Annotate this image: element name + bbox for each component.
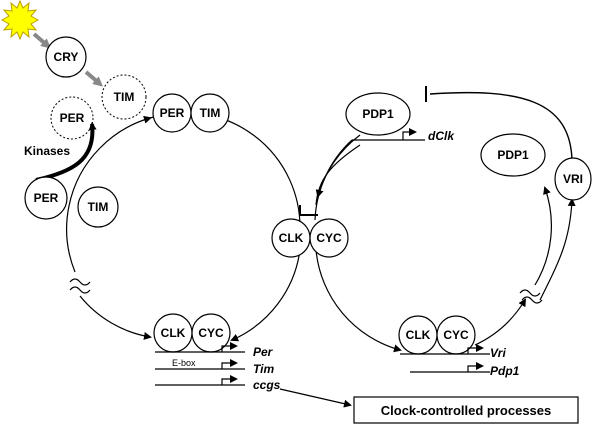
pdp1-arrow-left xyxy=(315,144,361,206)
cyc-bottom-left-label: CYC xyxy=(198,326,224,340)
ccgs-gene-label: ccgs xyxy=(253,378,281,392)
right-loop-bottom-right xyxy=(474,298,527,346)
per-left-label: PER xyxy=(34,191,59,205)
cyc-mid-label: CYC xyxy=(316,231,342,245)
right-loop-left xyxy=(314,139,353,221)
pdp1-top-node xyxy=(345,92,411,136)
vri-repression-line xyxy=(429,91,573,161)
right-loop-bottom-left xyxy=(315,249,402,353)
per-tim-repression xyxy=(299,205,318,216)
kinases-label: Kinases xyxy=(24,144,70,158)
left-loop-lower-left xyxy=(79,295,152,340)
left-loop-bottom-right xyxy=(230,249,301,342)
tim-left-label: TIM xyxy=(88,200,109,214)
left-loop-arrow-top xyxy=(99,115,152,149)
pdp1-top-label: PDP1 xyxy=(362,107,394,121)
tim-promoter-arrow xyxy=(221,359,238,369)
vri-gene-label: Vri xyxy=(490,346,506,360)
tim-degraded-node xyxy=(101,74,147,120)
tim-degraded-label: TIM xyxy=(114,90,135,104)
per-promoter-arrow xyxy=(221,342,238,352)
right-loop-right xyxy=(534,186,552,286)
pdp1-right-label: PDP1 xyxy=(497,148,529,162)
cry-tim-arrow xyxy=(84,70,104,87)
tim-top-label: TIM xyxy=(200,106,221,120)
clk-bottom-left-label: CLK xyxy=(161,326,186,340)
cry-node xyxy=(45,36,87,78)
per-top-label: PER xyxy=(160,106,185,120)
output-box-label: Clock-controlled processes xyxy=(381,403,552,418)
cyc-mid-node xyxy=(309,218,349,258)
vri-node xyxy=(554,157,592,201)
cyc-bottom-right-label: CYC xyxy=(443,328,469,342)
dclk-gene-label: dClk xyxy=(428,129,455,143)
clk-mid-label: CLK xyxy=(279,231,304,245)
pdp1-right-node xyxy=(480,133,546,177)
per-degraded-node xyxy=(50,96,94,140)
vri-label: VRI xyxy=(563,172,583,186)
vri-production-arrow xyxy=(539,198,576,301)
sun-icon xyxy=(0,0,40,41)
tim-top-node xyxy=(190,93,230,133)
delay-mark-right xyxy=(519,289,543,304)
per-degraded-label: PER xyxy=(60,111,85,125)
pdp1-gene-label: Pdp1 xyxy=(490,364,520,378)
tim-gene-label: Tim xyxy=(253,362,274,376)
output-arrow xyxy=(279,388,352,408)
per-left-node xyxy=(24,176,68,220)
vri-promoter-arrow xyxy=(467,344,484,354)
ebox-label: E-box xyxy=(172,358,196,368)
right-loop-arrow-mid xyxy=(315,134,361,198)
delay-mark-left xyxy=(69,278,91,294)
left-loop-left xyxy=(66,147,101,273)
ccgs-promoter-arrow xyxy=(221,375,238,385)
per-gene-label: Per xyxy=(253,345,274,359)
dclk-promoter-arrow xyxy=(402,128,417,140)
clk-bottom-right-label: CLK xyxy=(406,328,431,342)
cry-label: CRY xyxy=(54,50,79,64)
light-arrow xyxy=(32,32,52,49)
tim-left-node xyxy=(77,186,119,228)
pdp1-promoter-arrow xyxy=(467,362,484,372)
output-box xyxy=(353,396,579,424)
